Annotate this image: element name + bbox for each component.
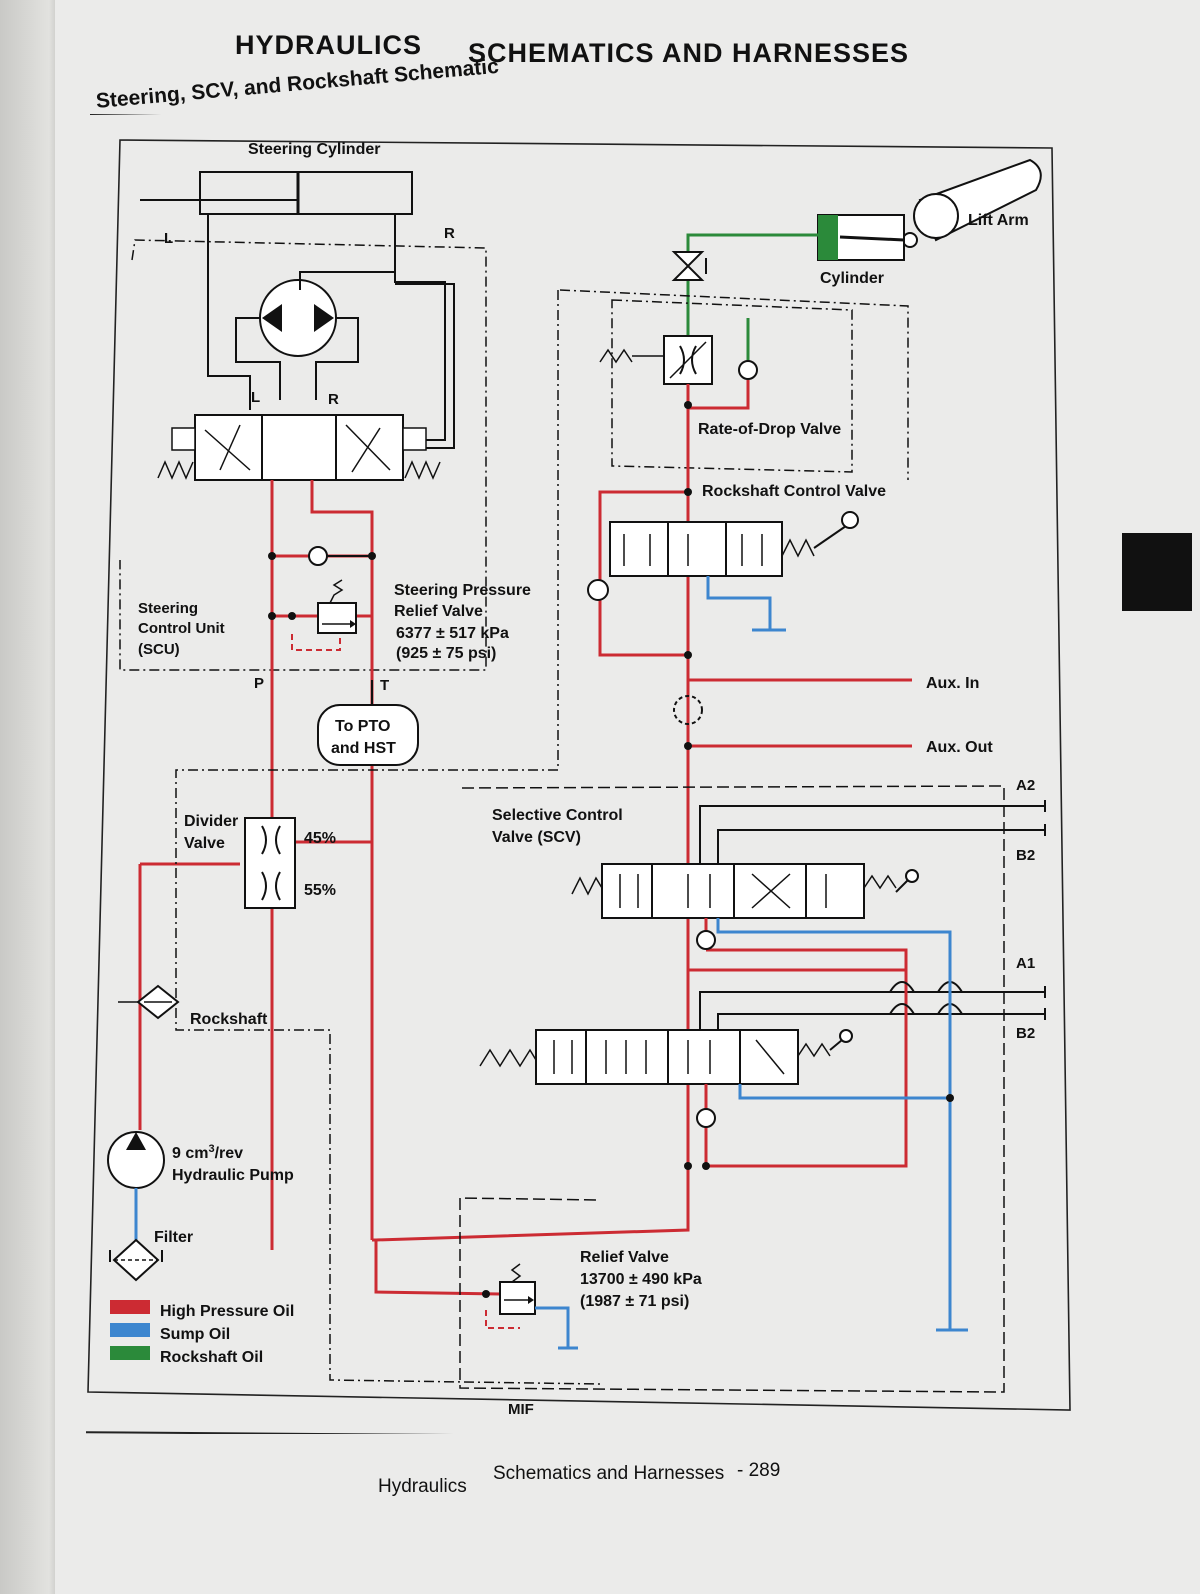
- steering-relief-label-3: 6377 ± 517 kPa: [396, 625, 509, 642]
- to-pto-hst-badge: [317, 680, 419, 766]
- junction-aux-out: [684, 742, 692, 750]
- rate-of-drop-boundary: [611, 299, 853, 473]
- steering-relief-label-2: Relief Valve: [394, 603, 483, 620]
- scv-check-valves: [684, 930, 716, 1170]
- scu-boundary: [119, 239, 487, 671]
- scv-label-1: Selective Control: [492, 807, 623, 824]
- rockshaft-boundary: [559, 289, 909, 480]
- steering-relief-valve: [268, 579, 357, 651]
- to-pto-label-2: and HST: [331, 740, 396, 757]
- to-pto-label-1: To PTO: [335, 718, 390, 735]
- scu-port-l-label: L: [251, 389, 260, 406]
- scv-spool-lower: [479, 1029, 853, 1085]
- divider-45-label: 45%: [304, 830, 336, 847]
- legend-label-sump: Sump Oil: [160, 1326, 230, 1343]
- legend-label-rockshaft: Rockshaft Oil: [160, 1349, 263, 1366]
- scv-label-2: Valve (SCV): [492, 829, 581, 846]
- footer-chapter: Schematics and Harnesses: [493, 1463, 725, 1484]
- port-a2-label: A2: [1016, 777, 1035, 794]
- scu-spool-valve: [157, 414, 441, 481]
- port-l-label: L: [164, 230, 173, 247]
- relief-valve-label-1: Relief Valve: [580, 1249, 669, 1266]
- steering-cylinder: [140, 171, 413, 318]
- junction-scv-sump: [946, 1094, 954, 1102]
- cylinder-label: Cylinder: [820, 270, 884, 287]
- hydraulic-schematic: Steering Cylinder L R L R: [86, 114, 1071, 1434]
- scu-port-r-label: R: [328, 391, 339, 408]
- junction-rockshaft: [684, 488, 692, 496]
- aux-in-label: Aux. In: [926, 675, 979, 692]
- scu-label-line2: Control Unit: [138, 620, 225, 637]
- hydraulic-filter: [109, 1238, 163, 1282]
- rockshaft-control-label: Rockshaft Control Valve: [702, 483, 886, 500]
- footer-section: Hydraulics: [378, 1476, 467, 1497]
- steering-check-valve: [268, 546, 376, 566]
- divider-55-label: 55%: [304, 882, 336, 899]
- divider-valve: [244, 817, 296, 909]
- filter-label: Filter: [154, 1229, 193, 1246]
- scv-work-lines: [699, 800, 1046, 1032]
- scv-sump-lines: [716, 918, 968, 1332]
- relief-valve-label-3: (1987 ± 71 psi): [580, 1293, 689, 1310]
- legend-label-high: High Pressure Oil: [160, 1303, 294, 1320]
- legend-swatch-rockshaft: [110, 1346, 150, 1360]
- rockshaft-pressure-lines: [375, 380, 912, 1242]
- shutoff-valve: [671, 251, 707, 281]
- divider-label-2: Valve: [184, 835, 225, 852]
- scu-label-line1: Steering: [138, 600, 198, 617]
- rockshaft-label: Rockshaft: [190, 1011, 268, 1028]
- divider-pump-boundary: [175, 290, 601, 1385]
- aux-coupler: [673, 695, 703, 725]
- port-a1-label: A1: [1016, 955, 1035, 972]
- rate-of-drop-label: Rate-of-Drop Valve: [698, 421, 841, 438]
- rockshaft-oil-lines: [686, 233, 818, 360]
- main-relief-valve: [482, 1263, 578, 1350]
- section-title: HYDRAULICS: [235, 30, 423, 60]
- junction-aux-in: [684, 651, 692, 659]
- relief-valve-label-2: 13700 ± 490 kPa: [580, 1271, 702, 1288]
- rockshaft-cooler: [118, 984, 180, 1020]
- lift-arm-label: Lift Arm: [968, 212, 1029, 229]
- mif-label: MIF: [508, 1401, 534, 1418]
- rockshaft-control-valve: [587, 511, 859, 632]
- port-t-label: T: [380, 677, 389, 694]
- chapter-tab-marker: [1122, 533, 1192, 611]
- scv-spool-upper: [571, 863, 919, 919]
- scv-boundary: [459, 785, 1005, 1393]
- legend-swatch-high: [110, 1300, 150, 1314]
- scu-label-line3: (SCU): [138, 641, 180, 658]
- steering-motor: [207, 268, 455, 449]
- rate-of-drop-valve: [599, 335, 758, 385]
- hydraulic-pump: [107, 1131, 165, 1240]
- legend-swatch-sump: [110, 1323, 150, 1337]
- junction-rate-drop: [684, 401, 692, 409]
- schematic-border: [87, 139, 1071, 1411]
- divider-label-1: Divider: [184, 813, 238, 830]
- legend: High Pressure Oil Sump Oil Rockshaft Oil: [110, 1300, 294, 1366]
- port-p-label: P: [254, 675, 264, 692]
- manual-page: [55, 0, 1200, 1594]
- port-b2-bottom-label: B2: [1016, 1025, 1035, 1042]
- rockshaft-cylinder: [817, 214, 905, 261]
- steering-relief-label-4: (925 ± 75 psi): [396, 645, 496, 662]
- lift-arm: [902, 158, 1042, 248]
- pump-displacement: 9 cm3/rev: [172, 1143, 243, 1162]
- steering-cylinder-label: Steering Cylinder: [248, 141, 380, 158]
- port-r-label: R: [444, 225, 455, 242]
- chapter-title: SCHEMATICS AND HARNESSES: [468, 38, 910, 68]
- aux-out-label: Aux. Out: [926, 739, 993, 756]
- footer-rule: [86, 1431, 454, 1434]
- pump-name-label: Hydraulic Pump: [172, 1167, 294, 1184]
- port-b2-top-label: B2: [1016, 847, 1035, 864]
- footer-page-number: - 289: [737, 1460, 781, 1481]
- steering-relief-label-1: Steering Pressure: [394, 582, 531, 599]
